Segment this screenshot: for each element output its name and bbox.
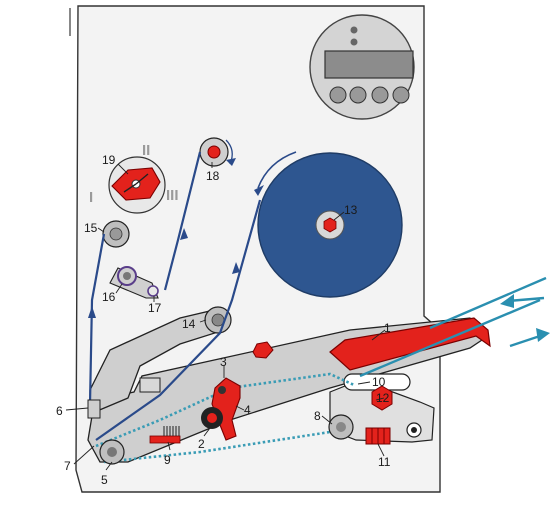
label-17: 17 [148,301,162,315]
label-10: 10 [372,375,386,389]
label-9: 9 [164,453,171,467]
control-button-4[interactable] [392,86,410,104]
position-ii: II [142,142,150,159]
tension-dial[interactable] [108,156,166,214]
roller-5 [99,439,125,465]
label-13: 13 [344,203,358,217]
part-11-block [365,427,391,445]
end-pin [406,422,422,438]
roll-rotation-arrow [257,151,297,189]
label-7: 7 [64,459,71,473]
position-i: I [89,189,93,206]
label-16: 16 [102,290,116,304]
label-1: 1 [384,321,391,335]
red-blade [329,317,491,371]
web-arrow-2 [180,228,188,240]
product-flow-arrows-icon [359,276,550,378]
top-knob [252,341,274,359]
label-11: 11 [378,455,391,469]
roller-8 [328,414,354,440]
roller-15 [102,220,130,248]
leader-lines [65,162,386,471]
web-arrow-3 [88,306,96,318]
label-2: 2 [198,437,205,451]
control-panel-icon [309,14,415,120]
roller-14 [204,306,232,334]
part-labels: 1 2 3 4 5 6 7 8 9 10 11 12 13 14 15 16 1… [56,153,391,487]
label-19: 19 [102,153,116,167]
label-15: 15 [84,221,98,235]
label-3: 3 [220,355,227,369]
part-9-brush [149,426,181,444]
label-14: 14 [182,317,196,331]
label-5: 5 [101,473,108,487]
label-18: 18 [206,169,220,183]
roll-hub [323,217,337,233]
label-8: 8 [314,409,321,423]
roller-2 [201,407,223,429]
label-roll [257,152,403,298]
control-button-2[interactable] [349,86,367,104]
web-arrow-1 [232,262,240,274]
control-button-1[interactable] [329,86,347,104]
label-12: 12 [376,391,390,405]
display-screen [324,50,414,79]
part-6-block [87,399,101,419]
part-12-hex [371,385,393,411]
label-4: 4 [244,403,251,417]
tension-arm [109,266,159,299]
position-iii: III [166,187,179,204]
label-web-path [88,151,262,441]
control-button-3[interactable] [371,86,389,104]
label-6: 6 [56,404,63,418]
